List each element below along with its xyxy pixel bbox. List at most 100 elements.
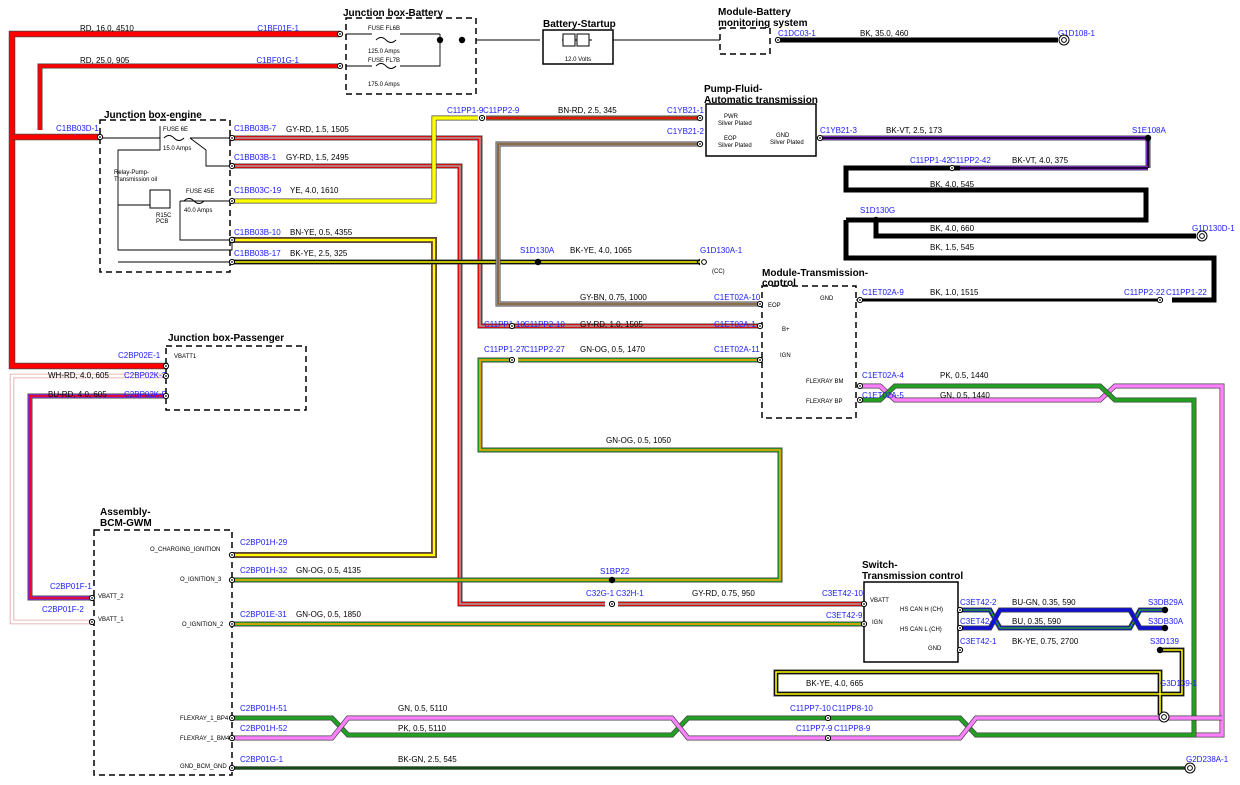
wire-bu[interactable] <box>960 607 1165 631</box>
wire-label-w-gyrd2495: GY-RD, 1.5, 2495 <box>286 153 349 162</box>
relay-title-2: Transmission oil <box>114 177 157 183</box>
wire-gn-og-1050[interactable] <box>477 357 783 583</box>
battery-startup-title: Battery-Startup <box>543 19 616 30</box>
pump-pin-gnd: GND <box>776 133 790 139</box>
bms-box <box>719 27 771 55</box>
wire-gy-rd-1505[interactable] <box>232 135 760 329</box>
wire-bk-545[interactable] <box>843 165 1149 223</box>
connector-g-2d238a: G2D238A-1 <box>1186 755 1229 764</box>
wire-label-w-gnog1850: GN-OG, 0.5, 1850 <box>296 610 361 619</box>
splice-battery-bus-2 <box>458 36 466 44</box>
connector-c-32h1: C32H-1 <box>616 589 644 598</box>
connector-s-1d130a: S1D130A <box>520 246 555 255</box>
jb-engine-title: Junction box-engine <box>104 110 202 121</box>
fuse-fl7b-rating: 175.0 Amps <box>368 82 400 88</box>
sw-pin-gnd: GND <box>928 646 942 652</box>
wire-label-w-bk1515: BK, 1.0, 1515 <box>930 288 979 297</box>
ground-g1d130a[interactable] <box>696 258 707 266</box>
pump-box <box>705 103 817 157</box>
connector-g-1d130a: G1D130A-1 <box>700 246 743 255</box>
connector-c-pp79: C11PP7-9 <box>796 724 833 733</box>
wire-ye[interactable] <box>232 115 478 204</box>
connector-c-pp127: C11PP1-27 <box>484 345 525 354</box>
tcm-pin-frbp: FLEXRAY BP <box>806 399 842 405</box>
connector-c-bf01g1: C1BF01G-1 <box>256 56 299 65</box>
wire-pk-5110[interactable] <box>232 715 1222 741</box>
connector-g-1d130d: G1D130D-1 <box>1192 224 1235 233</box>
bcm-pin-vbatt2: VBATT_2 <box>98 594 124 600</box>
wire-label-w-whrd: WH-RD, 4.0, 605 <box>48 371 109 380</box>
wire-gy-rd-2495[interactable] <box>232 163 605 607</box>
connector-c-2bp01g1: C2BP01G-1 <box>240 755 284 764</box>
fuse-6e-rating: 15.0 Amps <box>163 146 191 152</box>
wire-bk-1515[interactable] <box>843 220 1217 303</box>
wire-bu-gn[interactable] <box>960 607 1165 631</box>
jbe-internals <box>100 126 233 263</box>
wire-label-w-bkvt173: BK-VT, 2.5, 173 <box>886 126 943 135</box>
wire-gy-bn[interactable] <box>495 141 760 307</box>
wire-label-w-rd16: RD, 16.0, 4510 <box>80 24 134 33</box>
wire-gn-1440[interactable] <box>860 383 1197 738</box>
connector-c-3et429: C3ET42-9 <box>826 611 863 620</box>
ground-g1d130d[interactable] <box>1196 230 1208 242</box>
connector-c-2bp01f2: C2BP01F-2 <box>42 605 84 614</box>
tcm-box <box>761 285 857 419</box>
wire-rd-16[interactable] <box>8 30 340 370</box>
connector-c-pp122: C11PP1-22 <box>1166 288 1207 297</box>
tcm-pin-frbm: FLEXRAY BM <box>806 379 843 385</box>
connector-c-pp29: C11PP2-9 <box>483 106 520 115</box>
connector-c-2bp01e31: C2BP01E-31 <box>240 610 287 619</box>
connector-c-et02a5: C1ET02A-5 <box>862 391 904 400</box>
connector-c-pp222: C11PP2-22 <box>1124 288 1165 297</box>
wire-bk-ye-2700[interactable] <box>773 647 1185 715</box>
wire-label-w-pk1440: PK, 0.5, 1440 <box>940 371 989 380</box>
splice-s1bp22 <box>608 576 616 584</box>
splice-s1d130a <box>534 258 542 266</box>
sw-pin-ign: IGN <box>872 620 883 626</box>
connector-c-2bp02k3: C2BP02K-3 <box>124 371 167 380</box>
ground-g1d108[interactable] <box>1058 34 1070 46</box>
wire-label-w-bkvt375: BK-VT, 4.0, 375 <box>1012 156 1069 165</box>
bcm-pin-ign2: O_IGNITION_2 <box>182 622 224 628</box>
connector-c-2bp01h32: C2BP01H-32 <box>240 566 288 575</box>
sw-pin-canh: HS CAN H (CH) <box>900 607 943 613</box>
connector-c-3et423: C3ET42-3 <box>960 617 997 626</box>
connector-c-et02a9: C1ET02A-9 <box>862 288 904 297</box>
connector-c-yb213: C1YB21-3 <box>820 126 857 135</box>
connector-c-2bp01h51: C2BP01H-51 <box>240 704 288 713</box>
connector-c-et02a1: C1ET02A-1 <box>714 320 756 329</box>
ground-g3d139[interactable] <box>1158 711 1170 723</box>
connector-c-2bp02e1: C2BP02E-1 <box>118 351 161 360</box>
wire-label-w-gybn: GY-BN, 0.75, 1000 <box>580 293 647 302</box>
wire-bk-660[interactable] <box>873 220 1196 239</box>
jbb-bus <box>346 33 720 67</box>
connector-c-pp227: C11PP2-27 <box>524 345 565 354</box>
connector-c-yb211: C1YB21-1 <box>667 106 704 115</box>
wire-bu-rd[interactable] <box>27 393 166 601</box>
connector-c-et02a11: C1ET02A-11 <box>714 345 760 354</box>
bms-title-1: Module-Battery <box>718 7 791 18</box>
switch-title-1: Switch- <box>862 560 898 571</box>
connector-c-pp210: C11PP2-10 <box>524 320 565 329</box>
bcm-box <box>93 529 233 776</box>
wire-label-w-gnog4135: GN-OG, 0.5, 4135 <box>296 566 361 575</box>
switch-title-2: Transmission control <box>862 571 963 582</box>
connector-c-3et4210: C3ET42-10 <box>822 589 863 598</box>
wire-bn-ye[interactable] <box>232 237 437 558</box>
connector-c-pp89: C11PP8-9 <box>834 724 871 733</box>
ground-g2d238a[interactable] <box>1184 762 1196 774</box>
bcm-pin-charging: O_CHARGING_IGNITION <box>150 547 220 553</box>
connector-s-3d139: S3D139 <box>1150 637 1179 646</box>
wire-rd-25[interactable] <box>37 63 340 130</box>
connector-s-3db29a: S3DB29A <box>1148 598 1184 607</box>
relay-icon <box>149 189 171 209</box>
fuse-fl7b-name: FUSE FL7B <box>368 58 400 64</box>
fuse-6e-icon <box>163 135 185 141</box>
splice-s3db30a <box>1161 624 1169 632</box>
wire-label-w-gyrd1505: GY-RD, 1.5, 1505 <box>286 125 349 134</box>
wire-label-w-bk660: BK, 4.0, 660 <box>930 224 975 233</box>
wire-wh-rd[interactable] <box>9 373 166 625</box>
wire-label-w-bkye2700: BK-YE, 0.75, 2700 <box>1012 637 1079 646</box>
wire-label-w-pk5110: PK, 0.5, 5110 <box>398 724 446 733</box>
